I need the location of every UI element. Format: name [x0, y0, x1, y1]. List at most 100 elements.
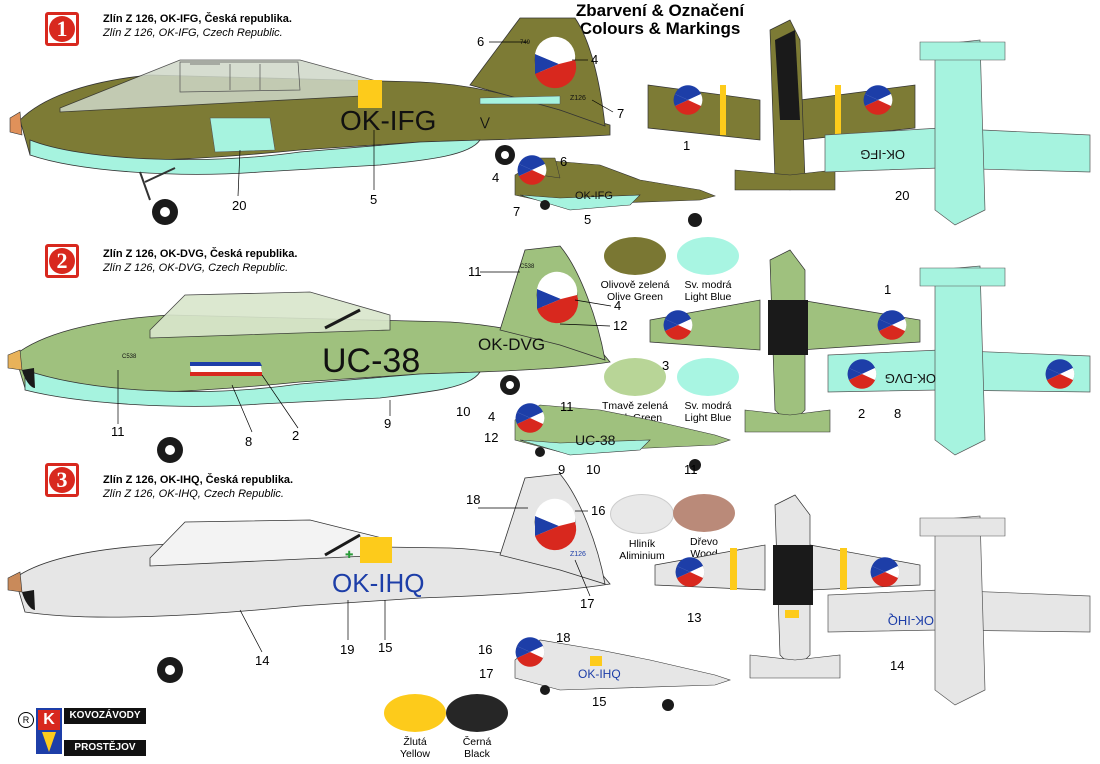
s3-tail-code: Z126	[570, 551, 586, 558]
scheme-1-badge: 1	[45, 12, 79, 46]
callout-16: 16	[591, 503, 605, 518]
callout-9: 9	[384, 416, 391, 431]
s1-small-registration: OK-IFG	[575, 190, 613, 202]
callout-4: 4	[591, 52, 598, 67]
scheme-3-small-view: OK-IHQ	[514, 636, 731, 711]
callout-2: 2	[292, 428, 299, 443]
callout-2b: 2	[858, 406, 865, 421]
callout-13: 13	[687, 610, 701, 625]
s3-under-registration: OK-IHQ	[888, 613, 934, 628]
s2-registration: OK-DVG	[478, 335, 545, 354]
callout-17b: 17	[479, 666, 493, 681]
scheme-3-caption: Zlín Z 126, OK-IHQ, Česká republika. Zlí…	[103, 474, 294, 500]
logo-line-2: PROSTĚJOV	[64, 740, 146, 756]
callout-7b: 7	[513, 204, 520, 219]
callout-6: 6	[477, 34, 484, 49]
callout-8: 8	[245, 434, 252, 449]
callout-14b: 14	[890, 658, 904, 673]
s2-code: UC-38	[322, 342, 420, 380]
logo-line-1: KOVOZÁVODY	[64, 708, 146, 724]
callout-17: 17	[580, 596, 594, 611]
s3-registration: OK-IHQ	[332, 568, 424, 598]
callout-7: 7	[617, 106, 624, 121]
swatch-dot	[446, 694, 508, 732]
s1-under-registration: OK-IFG	[860, 147, 905, 162]
callout-15: 15	[378, 640, 392, 655]
scheme-2-badge: 2	[45, 244, 79, 278]
callout-1: 1	[683, 138, 690, 153]
scheme-3-top-view	[654, 494, 921, 679]
scheme-2-small-view: UC-38	[514, 402, 731, 471]
callout-10b: 10	[586, 462, 600, 477]
callout-3: 3	[662, 358, 669, 373]
swatch-dot	[673, 494, 735, 532]
s2-under-registration: OK-DVG	[885, 371, 936, 386]
swatch-dot	[604, 237, 666, 275]
callout-1b: 1	[884, 282, 891, 297]
callout-15b: 15	[592, 694, 606, 709]
scheme-2-caption: Zlín Z 126, OK-DVG, Česká republika. Zlí…	[103, 248, 298, 274]
callout-4d: 4	[488, 409, 495, 424]
swatch-dot	[604, 358, 666, 396]
callout-9b: 9	[558, 462, 565, 477]
s1-tail-code: Z126	[570, 95, 586, 102]
callout-11: 11	[468, 264, 482, 279]
callout-4c: 4	[614, 298, 621, 313]
callout-20: 20	[232, 198, 246, 213]
callout-12: 12	[613, 318, 627, 333]
scheme-3-side-view: OK-IHQ Z126 ✚	[7, 473, 611, 683]
scheme-1-small-view: OK-IFG	[514, 154, 716, 227]
scheme-1-side-view: OK-IFG Z126 749 ⋁	[9, 17, 611, 225]
callout-18: 18	[466, 492, 480, 507]
logo-shield: K	[36, 708, 62, 754]
swatch-dot	[677, 358, 739, 396]
s2-nose-serial: C538	[122, 354, 137, 360]
kovozavody-logo: R K KOVOZÁVODY PROSTĚJOV	[18, 708, 148, 758]
swatch-dot	[677, 237, 739, 275]
page-title: Zbarvení & Označení Colours & Markings	[560, 2, 760, 38]
swatch-dot	[610, 494, 674, 534]
callout-8b: 8	[894, 406, 901, 421]
title-en: Colours & Markings	[579, 19, 741, 38]
s2-small-code: UC-38	[575, 432, 616, 448]
callout-6b: 6	[560, 154, 567, 169]
registered-mark: R	[18, 712, 34, 728]
scheme-2-under-view: OK-DVG	[827, 265, 1091, 456]
callout-11d: 11	[684, 462, 698, 477]
callout-11b: 11	[111, 424, 125, 439]
green-cross-icon: ✚	[345, 550, 353, 561]
callout-19: 19	[340, 642, 354, 657]
s2-tail-serial: C538	[520, 264, 535, 270]
callout-14: 14	[255, 653, 269, 668]
callout-18b: 18	[556, 630, 570, 645]
scheme-1-under-view: OK-IFG	[824, 39, 1091, 226]
scheme-1-caption: Zlín Z 126, OK-IFG, Česká republika. Zlí…	[103, 13, 292, 39]
callout-16b: 16	[478, 642, 492, 657]
callout-numbers: 6 4 7 5 20 6 4 7 5 1 20 11 4 12 11 8 2 9…	[111, 34, 909, 709]
callout-5b: 5	[584, 212, 591, 227]
scheme-3-under-view: OK-IHQ	[827, 515, 1091, 706]
s3-small-registration: OK-IHQ	[578, 667, 621, 681]
callout-5: 5	[370, 192, 377, 207]
scheme-3-badge: 3	[45, 463, 79, 497]
scheme-2-top-view	[649, 249, 921, 433]
callout-20b: 20	[895, 188, 909, 203]
callout-10: 10	[456, 404, 470, 419]
check-mark: ⋁	[479, 115, 490, 129]
s1-registration: OK-IFG	[340, 105, 436, 136]
callout-11c: 11	[560, 399, 574, 414]
scheme-1-top-view	[647, 19, 916, 191]
swatch-dot	[384, 694, 446, 732]
callout-12b: 12	[484, 430, 498, 445]
callout-4b: 4	[492, 170, 499, 185]
leader-lines	[117, 41, 614, 653]
scheme-2-side-view: UC-38 OK-DVG C538 C538	[7, 245, 611, 463]
